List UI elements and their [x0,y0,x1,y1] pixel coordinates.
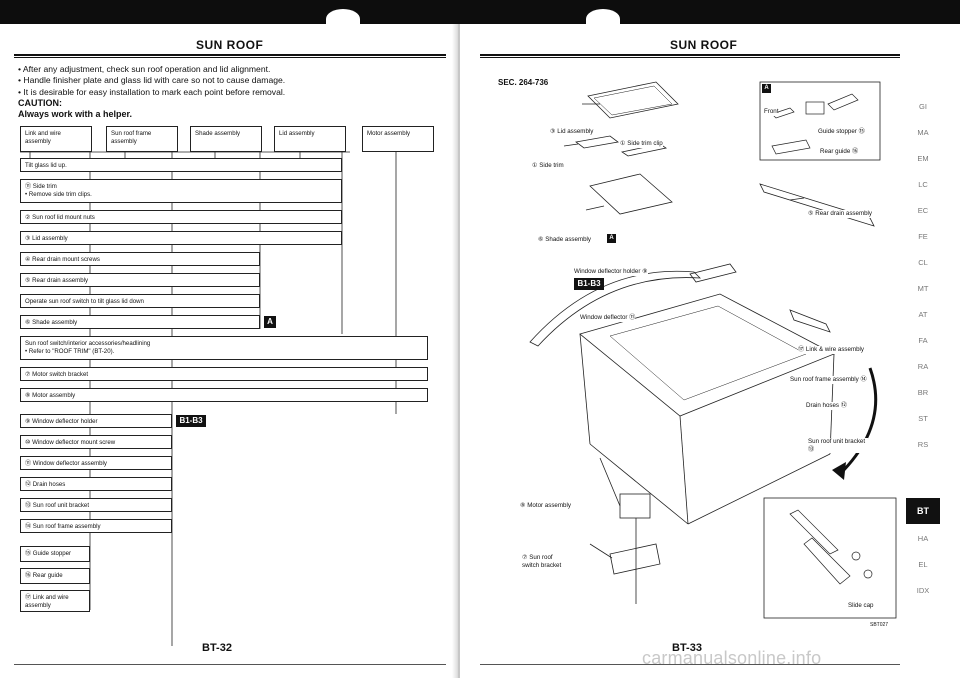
watermark: carmanualsonline.info [642,648,822,668]
label-front: Front [764,108,779,116]
note-item: • It is desirable for easy installation … [18,86,286,97]
side-trim-part [575,135,619,149]
page-left: SUN ROOF • After any adjustment, check s… [0,24,460,678]
flow-step-box: ⑪ Side trim• Remove side trim clips. [20,179,342,203]
window-deflector-part [529,270,702,347]
label-shade-assembly: ⑥ Shade assembly [538,236,592,244]
section-code: SEC. 264-736 [498,78,549,87]
index-tab-selected[interactable]: BT [906,498,940,524]
index-tab[interactable]: IDX [916,586,930,595]
flow-step-box: ⑥ Shade assembly [20,315,260,329]
flow-step-box: Sun roof switch/interior accessories/hea… [20,336,428,360]
flow-step-box: ② Sun roof lid mount nuts [20,210,342,224]
flow-step-box: ⑨ Window deflector holder [20,414,172,428]
switch-bracket-part [609,543,661,575]
label-switch-bracket: ⑦ Sun roof switch bracket [522,554,568,569]
label-link-wire: ⑰ Link & wire assembly [798,346,865,354]
flow-step-box: ⑦ Motor switch bracket [20,367,428,381]
label-side-trim-clip: ① Side trim clip [620,140,663,148]
shade-assembly-part [589,173,673,215]
index-tab[interactable]: RA [917,362,929,371]
lid-assembly-part [587,81,679,119]
badge-a: A [762,84,771,93]
index-tab[interactable]: HA [917,534,929,543]
index-tab[interactable]: AT [918,310,928,319]
index-tab[interactable]: MT [917,284,929,293]
index-tab[interactable]: MA [917,128,929,137]
flow-step-box: ⑫ Drain hoses [20,477,172,491]
page-number: BT-32 [202,642,232,654]
flow-step-box: ③ Lid assembly [20,231,342,245]
badge-a: A [607,234,616,243]
index-tab[interactable]: ST [918,414,928,423]
label-guide-stopper: Guide stopper ⑮ [818,128,865,136]
callout-arrow [838,367,878,476]
page-title: SUN ROOF [196,38,264,52]
label-side-trim: ① Side trim [532,162,564,170]
label-frame-assembly: Sun roof frame assembly ⑭ [790,376,867,384]
page-number: BT-33 [672,642,702,654]
index-tab[interactable]: EM [917,154,929,163]
inset-b-frame [763,497,897,619]
notes: • After any adjustment, check sun roof o… [18,64,438,120]
label-drain-hoses: Drain hoses ⑫ [806,402,847,410]
page-right: SUN ROOF SEC. 264-736 [460,24,960,678]
flow-step-box: ⑤ Rear drain assembly [20,273,260,287]
motor-assembly-part [619,493,651,519]
flow-top-box: Lid assembly [274,126,346,152]
flow-top-box: Link and wire assembly [20,126,92,152]
flow-step-box: ⑧ Motor assembly [20,388,428,402]
footer-rule [14,664,446,665]
header-rule [480,57,900,58]
label-window-deflector: Window deflector ⑪ [580,314,636,322]
index-tab[interactable]: RS [917,440,929,449]
badge-b1-b3: B1-B3 [574,278,604,290]
index-tab[interactable]: LC [918,180,928,189]
flow-top-box: Motor assembly [362,126,434,152]
flow-top-box: Shade assembly [190,126,262,152]
label-slide-cap: Slide cap [848,602,874,610]
label-unit-bracket: Sun roof unit bracket ⑬ [808,438,868,453]
label-rear-guide: Rear guide ⑯ [820,148,859,156]
index-tab[interactable]: GI [919,102,927,111]
flow-top-box: Sun roof frame assembly [106,126,178,152]
flow-step-box: ⑬ Sun roof unit bracket [20,498,172,512]
figure-code: SBT027 [870,622,889,630]
scan-top-bar [0,0,960,29]
badge-b1-b3: B1-B3 [176,415,206,427]
sun-roof-exploded-diagram [529,81,897,619]
caution-label: CAUTION: [18,97,62,108]
label-motor-assembly: ⑧ Motor assembly [520,502,571,510]
label-window-deflector-holder: Window deflector holder ⑨ [574,268,648,276]
flow-step-box: ⑩ Window deflector mount screw [20,435,172,449]
index-tab[interactable]: CL [918,258,928,267]
header-rule [14,54,446,56]
flow-step-box: ⑪ Window deflector assembly [20,456,172,470]
inset-a-frame [759,81,881,161]
header-rule [14,57,446,58]
index-tab[interactable]: FA [918,336,928,345]
flow-step-box: ④ Rear drain mount screws [20,252,260,266]
note-item: • Handle finisher plate and glass lid wi… [18,75,286,86]
flow-step-box: Tilt glass lid up. [20,158,342,172]
label-lid-assembly: ③ Lid assembly [550,128,594,136]
footer-rule [480,664,900,665]
link-wire-part [789,309,831,333]
flow-step-box: ⑭ Sun roof frame assembly [20,519,172,533]
index-tab[interactable]: FE [918,232,928,241]
index-tab[interactable]: EL [918,560,928,569]
label-rear-drain: ⑤ Rear drain assembly [808,210,873,218]
index-tab[interactable]: EC [917,206,929,215]
index-tab[interactable]: BR [917,388,929,397]
flow-step-box: ⑰ Link and wire assembly [20,590,90,612]
flow-step-box: ⑯ Rear guide [20,568,90,584]
badge-a: A [264,316,276,328]
note-item: • After any adjustment, check sun roof o… [18,64,271,74]
rear-drain-part [759,183,875,227]
header-rule [480,54,900,56]
caution-text: Always work with a helper. [18,109,133,120]
flow-step-box: Operate sun roof switch to tilt glass li… [20,294,260,308]
flow-step-box: ⑮ Guide stopper [20,546,90,562]
page-title: SUN ROOF [670,38,738,52]
